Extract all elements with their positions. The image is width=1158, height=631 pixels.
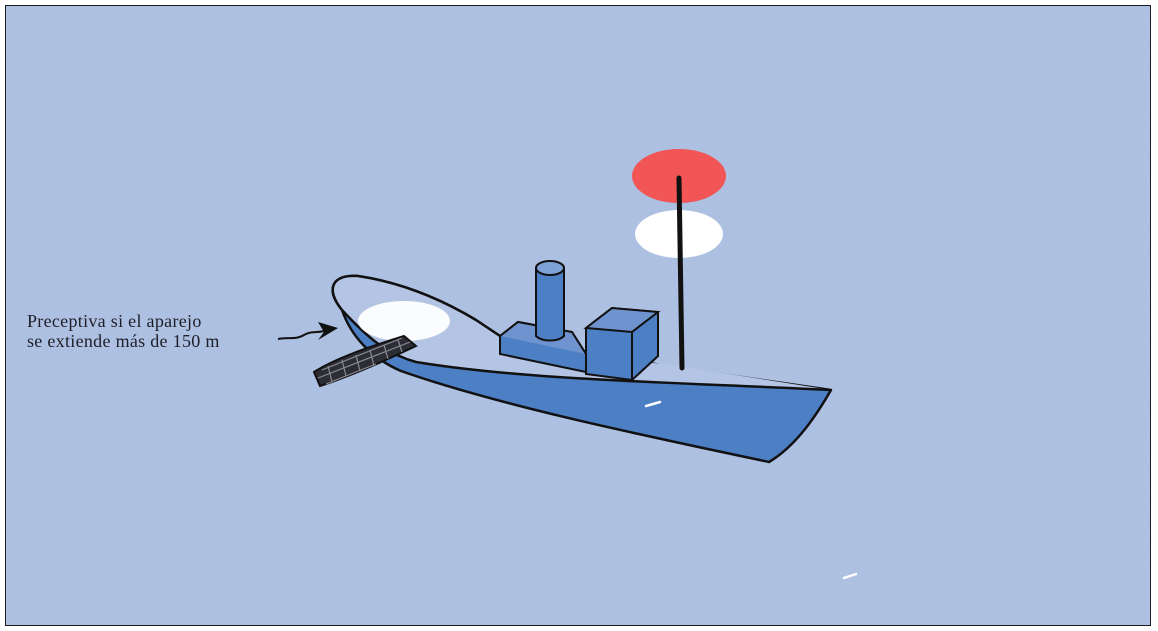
paper-texture: [6, 6, 1150, 625]
funnel-top: [535, 260, 565, 276]
fishing-vessel-diagram: [6, 6, 1150, 625]
fishing-gear-net: [312, 334, 418, 388]
sheer-line: [341, 309, 832, 392]
funnel: [535, 267, 565, 342]
annotation-line-2: se extiende más de 150 m: [27, 331, 220, 351]
water-highlight: [644, 400, 858, 580]
outlying-gear-white-light: [358, 301, 450, 341]
deck: [332, 275, 831, 390]
annotation-line-1: Preceptiva si el aparejo: [27, 311, 202, 331]
annotation-arrow: [277, 322, 338, 340]
mast: [676, 175, 685, 371]
bow-gunwale: [331, 274, 501, 338]
illustration-frame: Preceptiva si el aparejo se extiende más…: [5, 5, 1151, 626]
gear-annotation: Preceptiva si el aparejo se extiende más…: [27, 311, 220, 351]
wheelhouse-roof: [583, 306, 661, 334]
